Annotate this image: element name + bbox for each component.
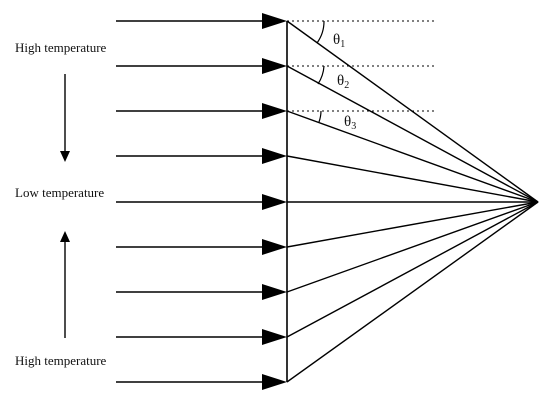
high-temperature-label-bottom: High temperature bbox=[15, 353, 107, 368]
arrowhead-icon bbox=[262, 239, 287, 255]
reference-dotted-lines bbox=[287, 20, 435, 112]
incoming-ray bbox=[116, 148, 287, 164]
incoming-rays bbox=[116, 13, 287, 390]
converging-ray bbox=[286, 201, 539, 338]
incoming-ray bbox=[116, 374, 287, 390]
theta-2-label: θ2 bbox=[337, 73, 349, 91]
arrowhead-icon bbox=[262, 148, 287, 164]
theta-1-label: θ1 bbox=[333, 32, 345, 50]
angle-arc-2 bbox=[317, 65, 325, 85]
arrowhead-icon bbox=[262, 194, 287, 210]
arrowhead-icon bbox=[262, 103, 287, 119]
arrowhead-icon bbox=[262, 374, 287, 390]
incoming-ray bbox=[116, 13, 287, 29]
arrowhead-icon bbox=[262, 284, 287, 300]
incoming-ray bbox=[116, 284, 287, 300]
incoming-ray bbox=[116, 103, 287, 119]
theta-3-label: θ3 bbox=[344, 114, 356, 132]
angle-arc-3 bbox=[318, 110, 322, 123]
incoming-ray bbox=[116, 329, 287, 345]
converging-ray bbox=[286, 155, 539, 203]
incoming-ray bbox=[116, 239, 287, 255]
converging-ray bbox=[286, 65, 539, 203]
up-arrow-icon bbox=[60, 231, 70, 338]
arrowhead-icon bbox=[262, 13, 287, 29]
angle-arcs bbox=[316, 20, 325, 123]
angle-arc-1 bbox=[316, 20, 325, 44]
converging-rays bbox=[286, 20, 539, 383]
converging-ray bbox=[286, 201, 539, 248]
converging-ray bbox=[286, 201, 539, 293]
arrowhead-icon bbox=[262, 58, 287, 74]
arrowhead-icon bbox=[262, 329, 287, 345]
down-arrow-icon bbox=[60, 74, 70, 162]
high-temperature-label-top: High temperature bbox=[15, 40, 107, 55]
incoming-ray bbox=[116, 194, 287, 210]
incoming-ray bbox=[116, 58, 287, 74]
converging-ray bbox=[286, 110, 539, 203]
low-temperature-label: Low temperature bbox=[15, 185, 104, 200]
converging-ray bbox=[286, 201, 539, 383]
